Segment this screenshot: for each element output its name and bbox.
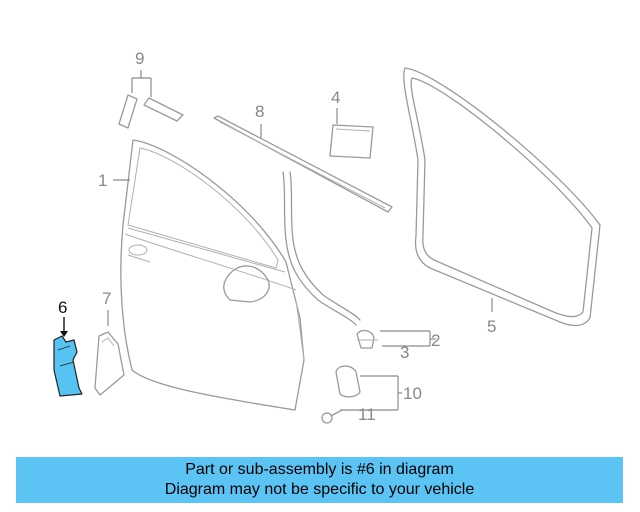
part-4-label[interactable] (329, 124, 374, 159)
part-9-trim-pieces[interactable] (118, 94, 184, 129)
part-6-highlighted[interactable] (53, 335, 83, 397)
part-3-clip[interactable] (356, 329, 378, 349)
banner-line-2: Diagram may not be specific to your vehi… (164, 481, 475, 498)
callout-2: 2 (431, 331, 440, 350)
callout-10: 10 (403, 384, 422, 403)
part-1-door-shell[interactable] (120, 139, 305, 411)
part-11-screw[interactable] (321, 409, 343, 424)
callout-1: 1 (98, 171, 107, 190)
callout-11: 11 (358, 405, 376, 424)
callout-4: 4 (331, 88, 340, 107)
part-10-bumper[interactable] (335, 365, 361, 398)
callout-2-3-leader (380, 330, 436, 347)
callout-5: 5 (487, 317, 496, 336)
callout-8: 8 (255, 102, 264, 121)
part-5-weatherstrip[interactable] (403, 67, 601, 327)
callout-7: 7 (102, 289, 111, 308)
callout-6-arrowhead (60, 331, 68, 337)
callout-9-leader (131, 70, 152, 97)
callout-10-11-leader (340, 375, 402, 411)
part-2-door-seal[interactable] (282, 171, 361, 326)
info-banner: Part or sub-assembly is #6 in diagram Di… (16, 457, 623, 503)
callout-6: 6 (58, 298, 67, 317)
callout-9: 9 (135, 49, 144, 68)
banner-line-1: Part or sub-assembly is #6 in diagram (185, 461, 454, 478)
part-8-belt-molding[interactable] (213, 115, 393, 213)
callout-3: 3 (400, 343, 409, 362)
part-7-bracket[interactable] (94, 331, 125, 396)
